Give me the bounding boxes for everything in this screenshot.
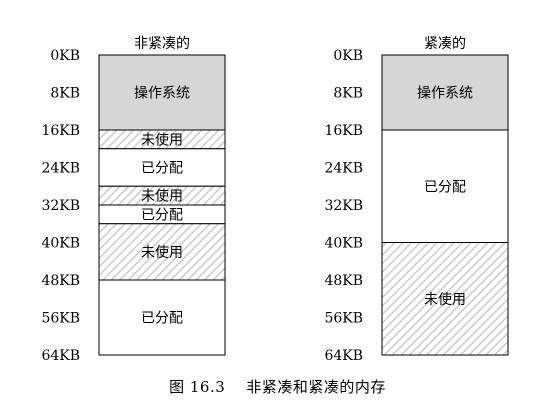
segment-label: 未使用	[424, 291, 466, 308]
caption-text: 非紧凑和紧凑的内存	[246, 378, 386, 396]
segment-label: 操作系统	[417, 86, 473, 102]
address-label: 56KB	[324, 311, 363, 327]
segment-label: 未使用	[141, 244, 183, 261]
address-label: 0KB	[50, 48, 80, 64]
address-label: 48KB	[41, 273, 80, 289]
segment-os	[98, 54, 226, 131]
caption-number: 图 16.3	[169, 378, 226, 396]
address-label: 16KB	[41, 123, 80, 139]
segment-used	[98, 279, 226, 356]
segment-used	[98, 148, 226, 187]
segment-label: 已分配	[141, 311, 183, 327]
segment-label: 未使用	[141, 131, 183, 148]
non-compacted-diagram: 非紧凑的操作系统未使用已分配未使用已分配未使用已分配0KB8KB16KB24KB…	[41, 35, 226, 364]
segment-free	[381, 242, 509, 356]
address-label: 32KB	[324, 198, 363, 214]
segment-label: 操作系统	[134, 86, 190, 102]
segment-used	[381, 129, 509, 243]
segment-label: 已分配	[141, 207, 183, 223]
diagram-title: 紧凑的	[424, 35, 466, 52]
diagram-title: 非紧凑的	[134, 35, 190, 52]
address-label: 16KB	[324, 123, 363, 139]
address-label: 64KB	[324, 348, 363, 364]
address-label: 8KB	[50, 86, 80, 102]
address-label: 56KB	[41, 311, 80, 327]
address-label: 40KB	[41, 236, 80, 252]
segment-label: 已分配	[141, 161, 183, 177]
address-label: 48KB	[324, 273, 363, 289]
address-label: 32KB	[41, 198, 80, 214]
figure-caption: 图 16.3 非紧凑和紧凑的内存	[0, 376, 555, 397]
address-label: 8KB	[333, 86, 363, 102]
address-label: 24KB	[324, 161, 363, 177]
segment-label: 未使用	[141, 188, 183, 205]
address-label: 0KB	[333, 48, 363, 64]
address-label: 64KB	[41, 348, 80, 364]
address-label: 24KB	[41, 161, 80, 177]
address-label: 40KB	[324, 236, 363, 252]
segment-label: 已分配	[424, 179, 466, 195]
